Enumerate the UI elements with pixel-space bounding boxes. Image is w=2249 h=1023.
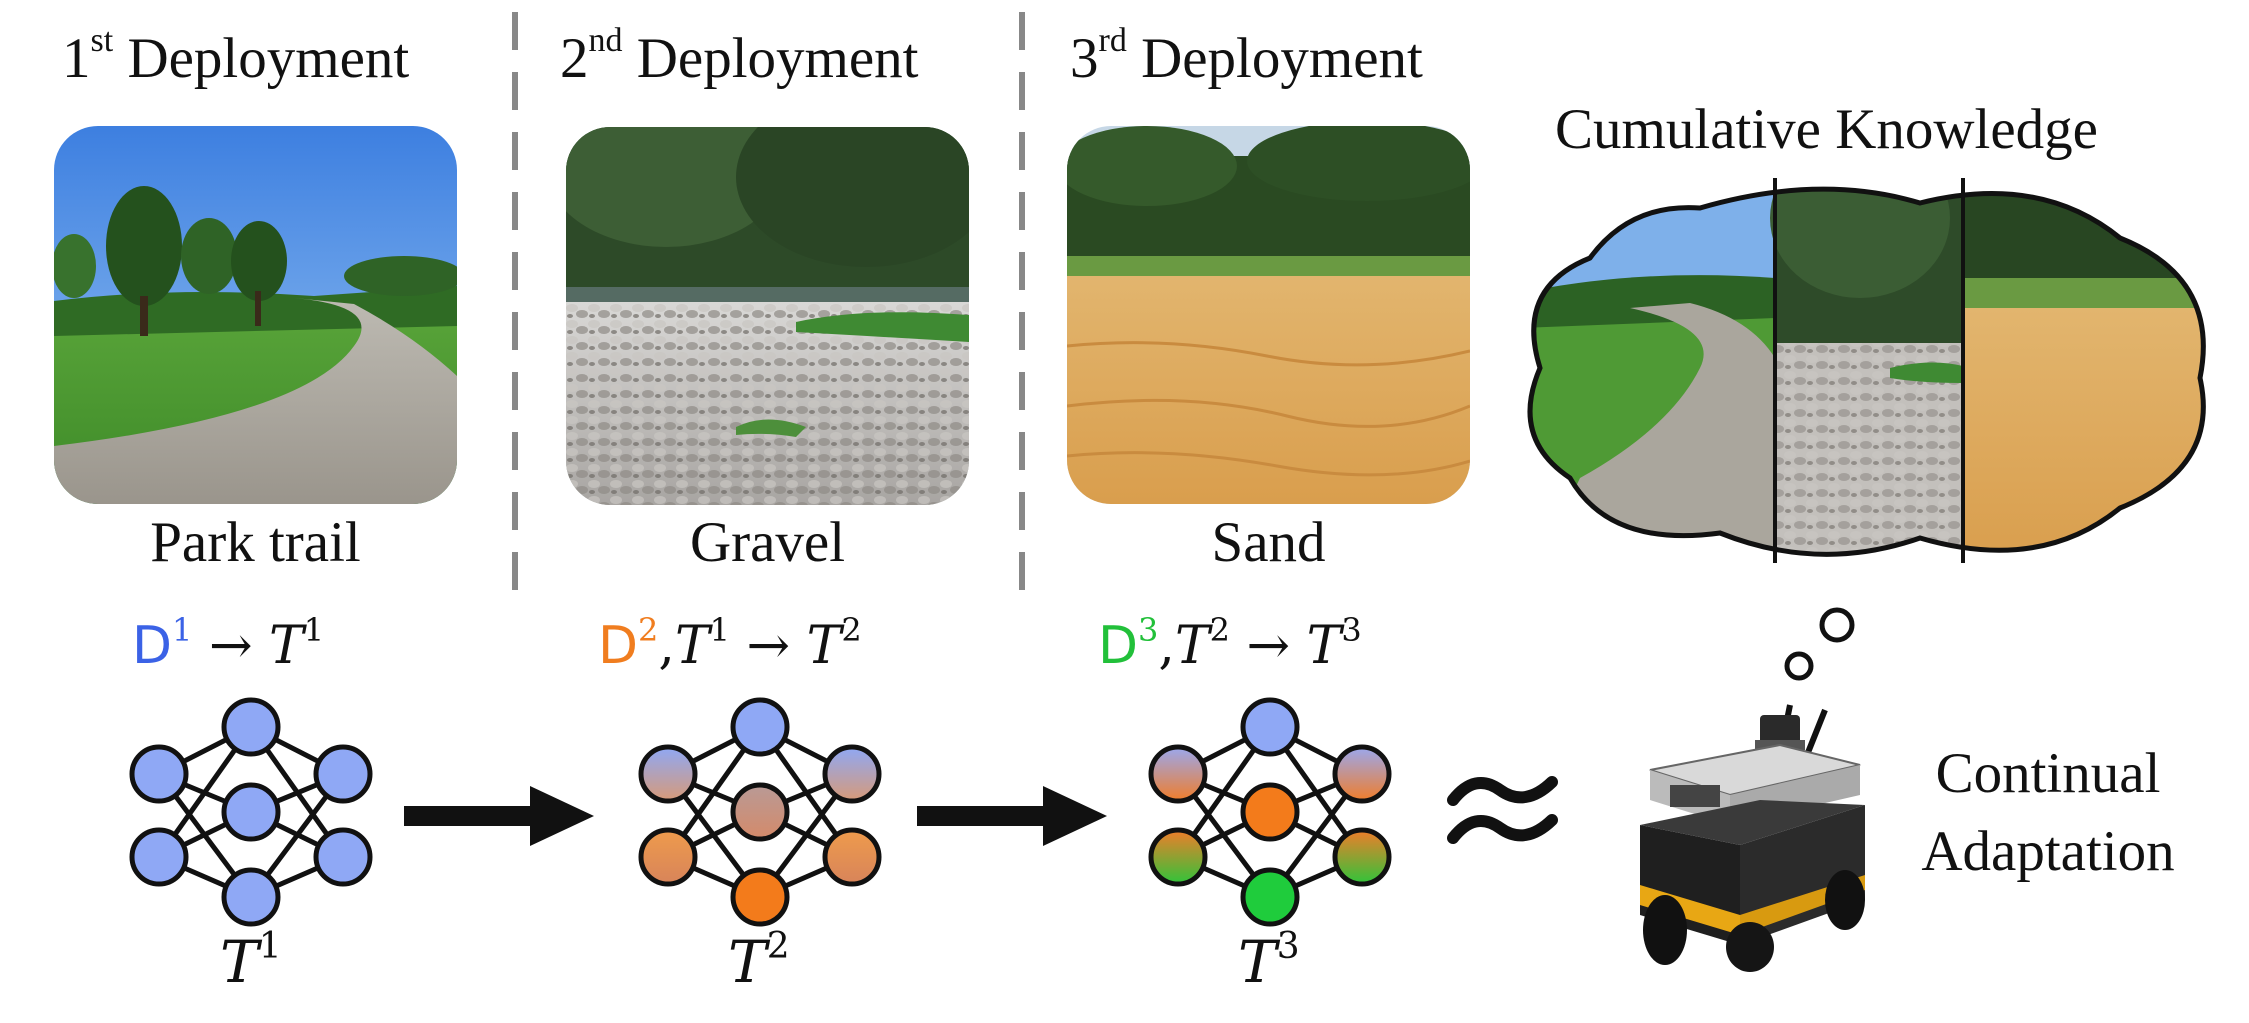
n2-out-2 bbox=[822, 827, 882, 887]
n3-hid-2 bbox=[1240, 782, 1300, 842]
thought-bubbles bbox=[1784, 607, 1855, 681]
network-3-label: T3 bbox=[1238, 926, 1300, 996]
n3-out-2 bbox=[1332, 827, 1392, 887]
robot-image bbox=[1640, 704, 1865, 972]
thought-bubble-large bbox=[1819, 607, 1855, 643]
n1-hid-1 bbox=[221, 697, 281, 757]
deployment-1-title: 1st Deployment bbox=[62, 22, 410, 91]
arrow-2 bbox=[917, 786, 1107, 846]
approx-symbol bbox=[1447, 776, 1558, 844]
n2-in-2 bbox=[638, 827, 698, 887]
park-trail-photo bbox=[54, 126, 457, 504]
terrain-label-3: Sand bbox=[1211, 511, 1326, 574]
continual-text: Continual bbox=[1935, 742, 2161, 805]
terrain-label-2: Gravel bbox=[689, 511, 846, 574]
n3-in-1 bbox=[1148, 744, 1208, 804]
continual-adaptation-label: Continual Adaptation bbox=[1893, 735, 2203, 891]
cumulative-knowledge-title: Cumulative Knowledge bbox=[1555, 98, 2098, 161]
n1-in-1 bbox=[129, 744, 189, 804]
n3-out-1 bbox=[1332, 744, 1392, 804]
network-1 bbox=[129, 697, 373, 927]
network-2 bbox=[638, 697, 882, 927]
gravel-photo bbox=[566, 127, 969, 505]
n1-hid-3 bbox=[221, 867, 281, 927]
network-2-label: T2 bbox=[728, 926, 790, 996]
n2-in-1 bbox=[638, 744, 698, 804]
n1-hid-2 bbox=[221, 782, 281, 842]
n3-hid-1 bbox=[1240, 697, 1300, 757]
deployment-3-title: 3rd Deployment bbox=[1070, 22, 1423, 91]
equation-2: D2,T1 → T2 bbox=[598, 611, 862, 676]
adaptation-text: Adaptation bbox=[1921, 820, 2175, 883]
knowledge-cloud bbox=[1527, 178, 2206, 563]
n1-out-1 bbox=[313, 744, 373, 804]
n3-in-2 bbox=[1148, 827, 1208, 887]
network-3 bbox=[1148, 697, 1392, 927]
sand-photo bbox=[1067, 126, 1470, 504]
network-1-label: T1 bbox=[220, 926, 282, 996]
equation-1: D1 → T1 bbox=[132, 611, 325, 676]
n1-in-2 bbox=[129, 827, 189, 887]
n2-hid-1 bbox=[730, 697, 790, 757]
arrow-1 bbox=[404, 786, 594, 846]
n2-hid-3 bbox=[730, 867, 790, 927]
n1-out-2 bbox=[313, 827, 373, 887]
n2-out-1 bbox=[822, 744, 882, 804]
equation-3: D3,T2 → T3 bbox=[1098, 611, 1362, 676]
thought-bubble-small bbox=[1784, 651, 1814, 681]
terrain-label-1: Park trail bbox=[150, 511, 361, 574]
n3-hid-3 bbox=[1240, 867, 1300, 927]
n2-hid-2 bbox=[730, 782, 790, 842]
deployment-2-title: 2nd Deployment bbox=[560, 22, 919, 91]
